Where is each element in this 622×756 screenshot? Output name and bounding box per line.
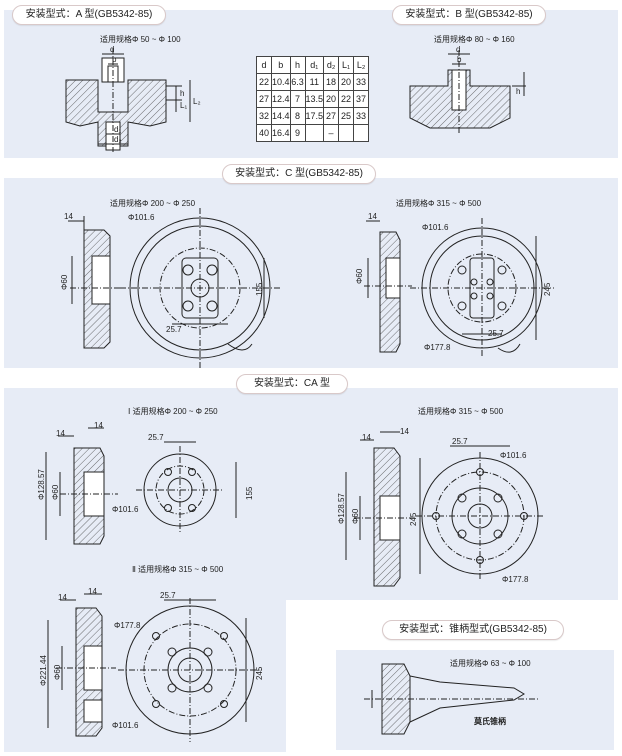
dim-c-left-155: 155	[255, 282, 264, 296]
ca-right-front-view	[416, 445, 544, 580]
section-title-ca: 安装型式：CA 型	[236, 374, 348, 394]
dim-b-h: h	[516, 87, 520, 96]
ca-1-front-view	[136, 441, 237, 534]
spec-ca-2: Ⅱ 适用规格Φ 315 ~ Φ 500	[132, 565, 224, 574]
dim-a-d1: d₁	[114, 125, 121, 134]
dimension-table: d b h d₁ d₂ L₁ L₂ 22 10.4 6.3 11 18 20 3…	[256, 56, 370, 142]
band-ca2	[4, 600, 286, 752]
dim-ca1-phi12857: Φ128.57	[37, 469, 46, 500]
dim-ca2-phi60: Φ60	[53, 664, 62, 680]
section-title-c: 安装型式：C 型(GB5342-85)	[222, 164, 376, 184]
dim-a-d: d	[110, 45, 114, 54]
dim-ca-right-phi60: Φ60	[351, 508, 360, 524]
dim-ca1-257: 25.7	[148, 433, 164, 442]
dim-c-right-phi60: Φ60	[355, 268, 364, 284]
dim-c-left-257: 25.7	[166, 325, 182, 334]
dim-ca-right-phi1778: Φ177.8	[502, 575, 529, 584]
dim-ca-right-257: 25.7	[452, 437, 468, 446]
dim-ca1-phi1016: Φ101.6	[112, 505, 139, 514]
dim-ca1-155: 155	[245, 486, 254, 500]
dim-a-d2: d₂	[114, 135, 122, 144]
table-row: 32 14.4 8 17.5 27 25 33	[256, 107, 370, 125]
section-title-b: 安装型式：B 型(GB5342-85)	[392, 5, 546, 25]
spec-c-right: 适用规格Φ 315 ~ Φ 500	[396, 199, 482, 208]
taper-shank-drawing	[364, 663, 540, 735]
table-cell	[353, 124, 370, 142]
table-cell: 9	[289, 124, 306, 142]
dim-ca-right-14a: 14	[362, 433, 371, 442]
table-cell: 40	[256, 124, 272, 142]
dim-c-right-phi1778: Φ177.8	[424, 343, 451, 352]
ca-1-side-view	[45, 427, 118, 545]
table-row: 22 10.4 6.3 11 18 20 33	[256, 73, 370, 91]
table-row: 40 16.4 9 –	[256, 124, 370, 142]
dim-ca2-phi22144: Φ221.44	[39, 655, 48, 686]
spec-ca-right: 适用规格Φ 315 ~ Φ 500	[418, 407, 504, 416]
taper-label: 莫氏锥柄	[473, 716, 506, 726]
dim-b-d: d	[456, 45, 460, 54]
ca-right-side-view	[345, 431, 414, 587]
b-type-drawing	[409, 50, 526, 134]
dim-ca1-phi60: Φ60	[51, 484, 60, 500]
table-cell: 33	[353, 73, 370, 91]
dim-a-l2: L₂	[193, 97, 201, 106]
section-title-taper: 安装型式：锥柄型式(GB5342-85)	[382, 620, 564, 640]
spec-a: 适用规格Φ 50 ~ Φ 100	[100, 35, 181, 44]
dim-ca2-phi1016: Φ101.6	[112, 721, 139, 730]
dim-b-b: b	[457, 55, 462, 64]
dim-c-left-14: 14	[64, 212, 73, 221]
table-cell: 7	[289, 90, 306, 108]
dim-c-left-phi1016: Φ101.6	[128, 213, 155, 222]
c-left-side-view	[68, 216, 120, 349]
section-title-a: 安装型式：A 型(GB5342-85)	[12, 5, 166, 25]
dim-a-l1: L₁	[180, 101, 187, 110]
dim-a-h: h	[180, 89, 184, 98]
dim-ca-right-phi12857: Φ128.57	[337, 493, 346, 524]
dim-ca1-14b: 14	[94, 421, 103, 430]
spec-c-left: 适用规格Φ 200 ~ Φ 250	[110, 199, 196, 208]
dim-ca-right-14b: 14	[400, 427, 409, 436]
dim-ca2-14a: 14	[58, 593, 67, 602]
dim-c-right-245: 245	[543, 282, 552, 296]
a-type-drawing	[65, 48, 191, 152]
dim-ca-right-phi1016: Φ101.6	[500, 451, 527, 460]
dim-ca2-phi1778: Φ177.8	[114, 621, 141, 630]
spec-taper: 适用规格Φ 63 ~ Φ 100	[450, 659, 531, 668]
dim-a-b: b	[112, 55, 117, 64]
dim-ca1-14a: 14	[56, 429, 65, 438]
dim-ca2-257: 25.7	[160, 591, 176, 600]
ca-2-front-view	[118, 598, 262, 742]
dim-c-right-14: 14	[368, 212, 377, 221]
dim-ca2-245: 245	[255, 666, 264, 680]
dim-c-right-257: 25.7	[488, 329, 504, 338]
dim-ca2-14b: 14	[88, 587, 97, 596]
dim-c-right-phi1016: Φ101.6	[422, 223, 449, 232]
c-right-side-view	[364, 220, 412, 353]
dim-ca-right-245: 245	[409, 512, 418, 526]
c-right-front-view	[410, 218, 554, 358]
ca-2-side-view	[47, 593, 116, 737]
c-left-front-view	[120, 208, 280, 368]
dim-c-left-phi60: Φ60	[60, 274, 69, 290]
spec-b: 适用规格Φ 80 ~ Φ 160	[434, 35, 515, 44]
table-cell: 22	[256, 73, 272, 91]
spec-ca-1: Ⅰ 适用规格Φ 200 ~ Φ 250	[128, 407, 218, 416]
